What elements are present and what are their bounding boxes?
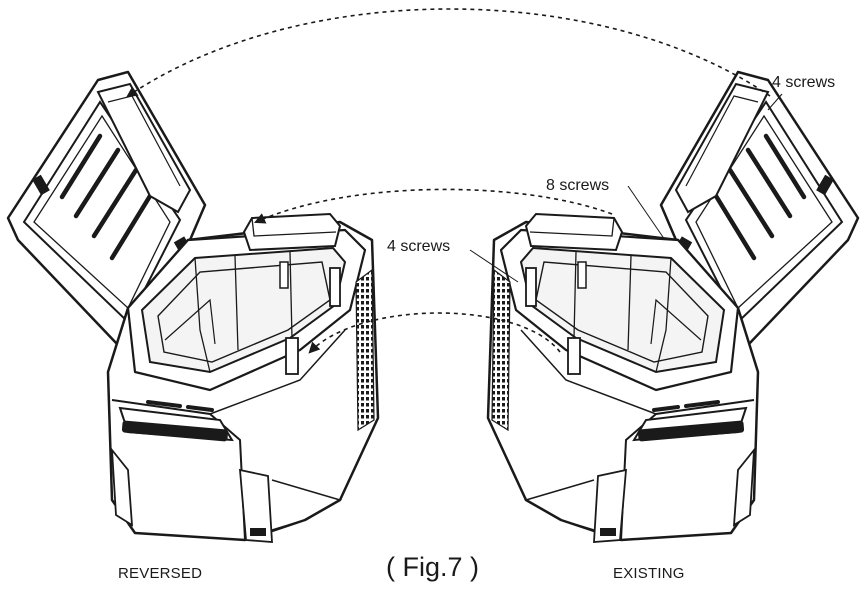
leader-screws-lower [469,249,519,283]
cooler-reversed [8,72,378,542]
label-screws-middle: 8 screws [546,177,610,194]
dashed-arrow-lower [308,312,561,354]
leader-screws-top [767,93,783,111]
label-screws-top: 4 screws [772,74,836,91]
label-screws-lower: 4 screws [387,238,451,255]
dashed-arrow-top [126,8,771,98]
leader-screws-middle [627,185,666,241]
cooler-existing [488,72,858,542]
label-reversed: REVERSED [118,565,203,582]
dashed-arrow-middle [253,188,613,224]
label-existing: EXISTING [613,565,685,582]
figure-caption: ( Fig.7 ) [386,552,480,582]
